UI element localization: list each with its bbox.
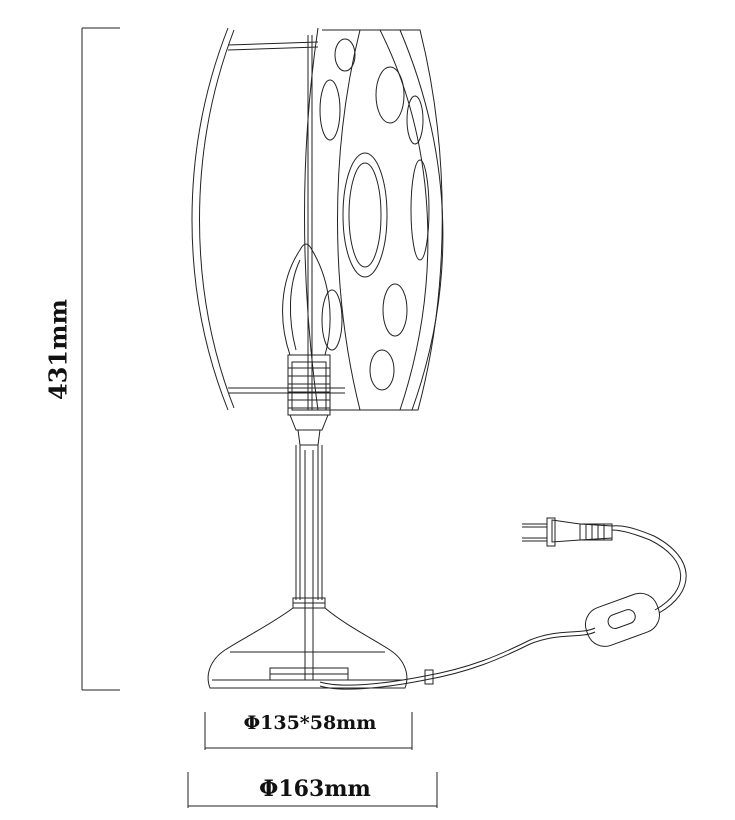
candle-bulb [283,244,331,355]
width-dimension-label: Φ163mm [259,776,371,802]
inline-switch [580,588,664,651]
lamp-base [208,608,407,688]
lamp-shade [192,28,443,410]
width-dimension-line [188,772,437,808]
base-dimension-line [205,712,412,750]
height-dimension-label: 431mm [43,299,73,400]
power-plug [522,518,612,546]
height-dimension-line [82,28,120,690]
power-cord [320,526,686,689]
lamp-stem [293,445,325,680]
bulb-socket [288,355,330,445]
base-dimension-label: Φ135*58mm [243,712,377,734]
